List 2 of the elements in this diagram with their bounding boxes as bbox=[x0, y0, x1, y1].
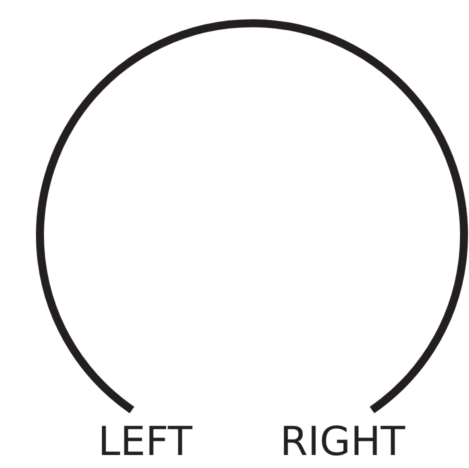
side-label: LEFT bbox=[98, 420, 192, 464]
side-label: RIGHT bbox=[280, 420, 406, 464]
